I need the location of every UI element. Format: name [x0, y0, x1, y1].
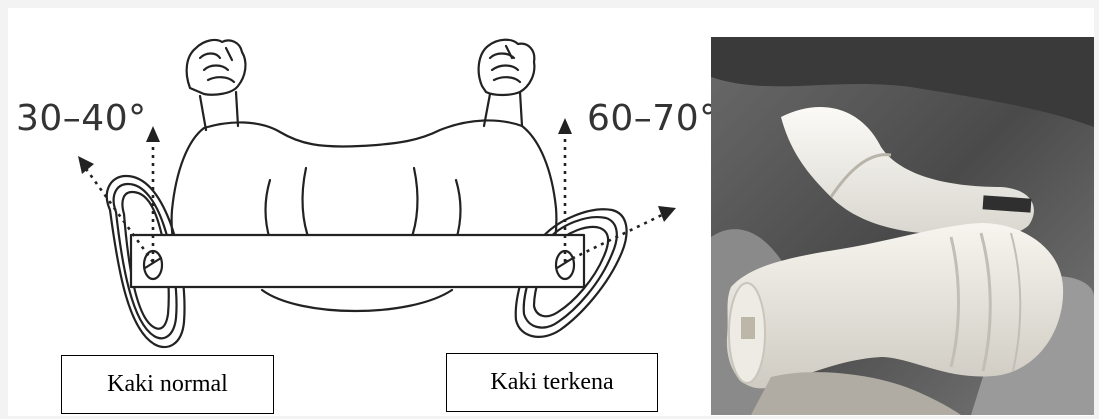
- caption-normal-foot: Kaki normal: [61, 355, 274, 414]
- left-fist-icon: [187, 40, 246, 130]
- right-screw-icon: [556, 251, 574, 279]
- right-fist-icon: [479, 40, 535, 126]
- caption-affected-label: Kaki terkena: [490, 369, 613, 396]
- angle-label-affected: 60–70°: [587, 98, 718, 139]
- caption-normal-label: Kaki normal: [107, 371, 228, 398]
- caption-affected-foot: Kaki terkena: [446, 353, 658, 412]
- cast-photo: [711, 37, 1094, 415]
- angle-label-normal: 30–40°: [16, 98, 147, 139]
- abduction-bar: [131, 235, 584, 287]
